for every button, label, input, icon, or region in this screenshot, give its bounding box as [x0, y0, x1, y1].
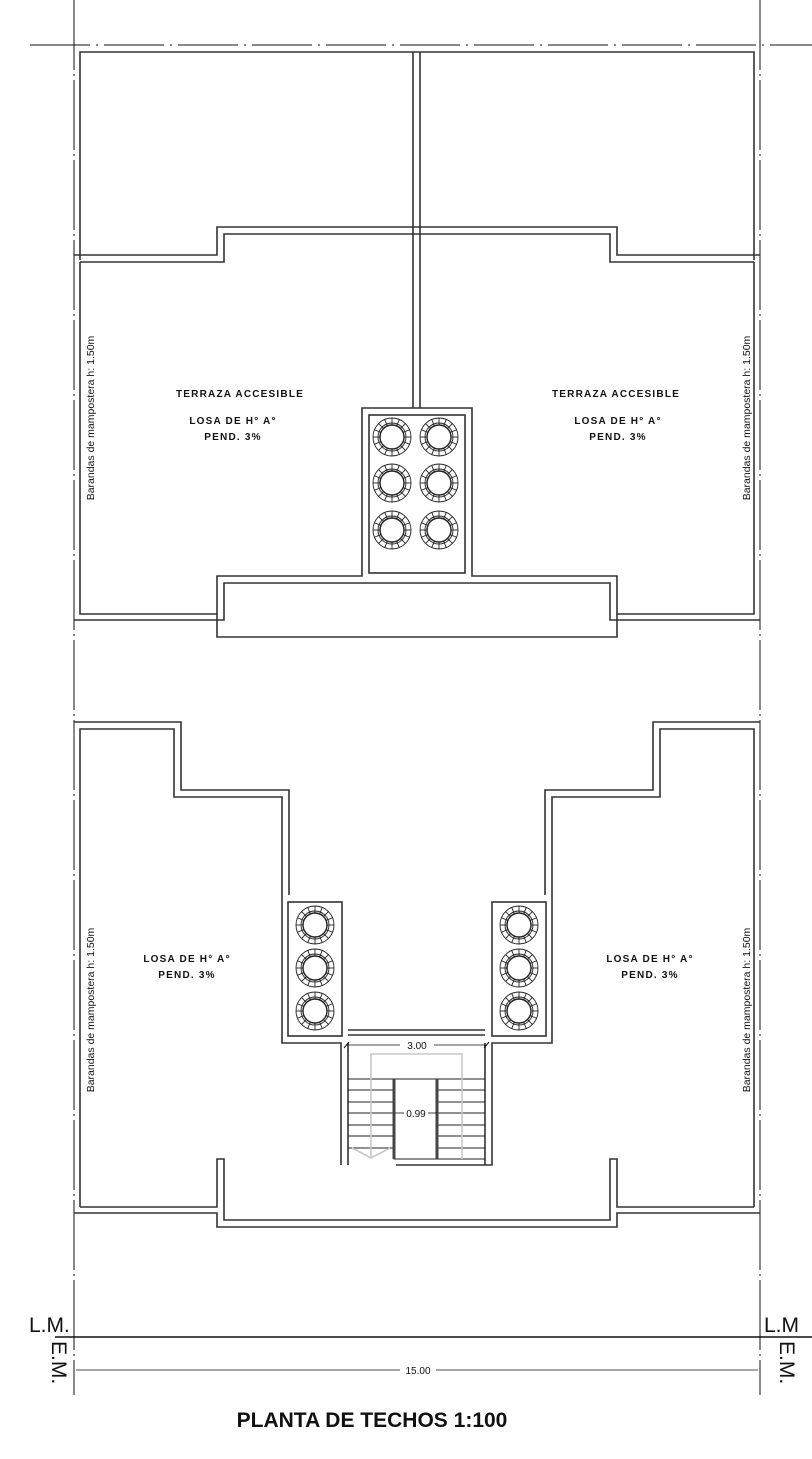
fan-icon	[372, 510, 412, 550]
building-line-label-right: E.M.	[775, 1341, 798, 1384]
staircase	[348, 1053, 485, 1160]
upper-block-walls	[74, 51, 760, 638]
slope-label: PEND. 3%	[158, 970, 215, 981]
terrace-label-left: TERRAZA ACCESIBLE	[176, 389, 304, 400]
fan-icon	[295, 948, 335, 988]
building-line-label-left: E.M.	[47, 1341, 70, 1384]
fan-icon	[499, 948, 539, 988]
fan-icon	[419, 417, 459, 457]
fan-icon	[372, 463, 412, 503]
fan-icon	[499, 905, 539, 945]
fan-icon	[499, 991, 539, 1031]
dimensions: 3.00 0.99 15.00 L.M. L.M E.M. E.M.	[29, 1041, 812, 1384]
railing-label: Barandas de mampostera h: 1.50m	[85, 335, 97, 500]
slope-label: PEND. 3%	[589, 432, 646, 443]
railing-label: Barandas de mampostera h: 1.50m	[741, 927, 753, 1092]
fan-icon	[372, 417, 412, 457]
slope-label: PEND. 3%	[621, 970, 678, 981]
slab-label: LOSA DE H° A°	[189, 416, 276, 427]
drawing-title: PLANTA DE TECHOS 1:100	[237, 1409, 508, 1432]
lower-block-walls	[74, 721, 760, 1228]
slab-label: LOSA DE H° A°	[574, 416, 661, 427]
railing-label: Barandas de mampostera h: 1.50m	[741, 335, 753, 500]
fan-icon	[419, 510, 459, 550]
fan-icon	[419, 463, 459, 503]
slab-label: LOSA DE H° A°	[606, 954, 693, 965]
terrace-label-right: TERRAZA ACCESIBLE	[552, 389, 680, 400]
railing-label: Barandas de mampostera h: 1.50m	[85, 927, 97, 1092]
stair-width-dimension: 3.00	[407, 1041, 427, 1052]
fan-icon	[295, 991, 335, 1031]
stair-direction-arrow	[351, 1053, 463, 1159]
labels: TERRAZA ACCESIBLE LOSA DE H° A° PEND. 3%…	[85, 335, 753, 1092]
slab-label: LOSA DE H° A°	[143, 954, 230, 965]
municipal-line-label-right: L.M	[764, 1314, 799, 1337]
fan-icon	[295, 905, 335, 945]
municipal-line-label-left: L.M.	[29, 1314, 70, 1337]
lot-lines	[30, 0, 812, 1395]
ventilation-fans	[295, 417, 539, 1031]
lot-width-dimension: 15.00	[405, 1366, 430, 1377]
stair-well-dimension: 0.99	[406, 1109, 426, 1120]
slope-label: PEND. 3%	[204, 432, 261, 443]
